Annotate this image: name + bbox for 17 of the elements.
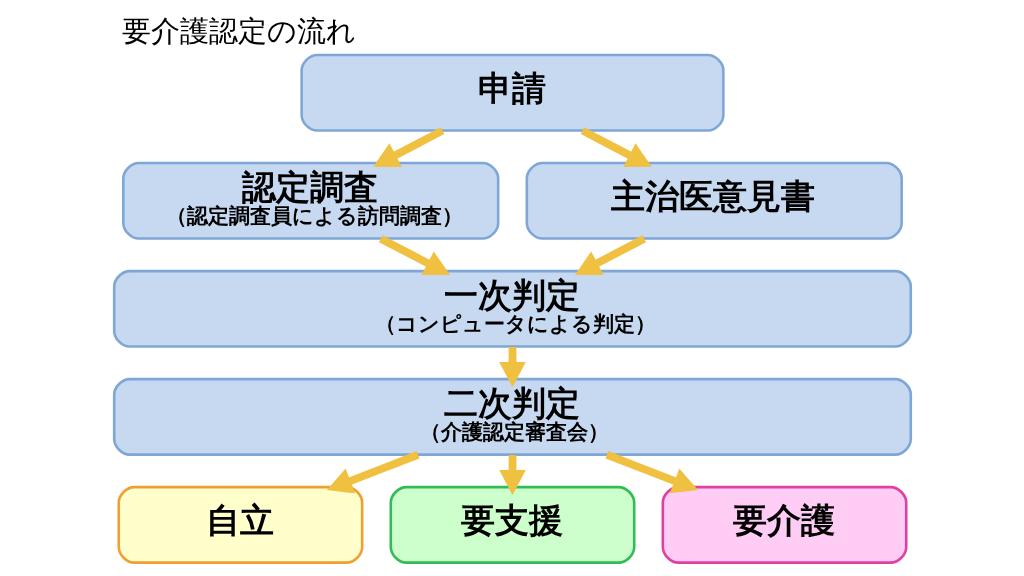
node-box: 自立 (116, 485, 363, 564)
node-box: 二次判定 （介護認定審査会） (112, 377, 912, 456)
node-box: 認定調査 （認定調査員による訪問調査） (121, 161, 499, 240)
node-box: 要支援 (389, 485, 635, 564)
node-box: 主治医意見書 (525, 161, 903, 240)
arrow (498, 347, 526, 388)
node-box: 一次判定 （コンピュータによる判定） (112, 269, 912, 348)
arrow (580, 127, 652, 167)
arrow (574, 235, 646, 275)
arrow (372, 127, 444, 167)
diagram-title: 要介護認定の流れ (121, 14, 356, 49)
arrow (604, 451, 698, 494)
arrow (378, 235, 450, 275)
node-box: 申請 (299, 53, 725, 132)
arrow (498, 455, 526, 496)
arrow (326, 451, 420, 494)
node-box: 要介護 (661, 485, 908, 564)
